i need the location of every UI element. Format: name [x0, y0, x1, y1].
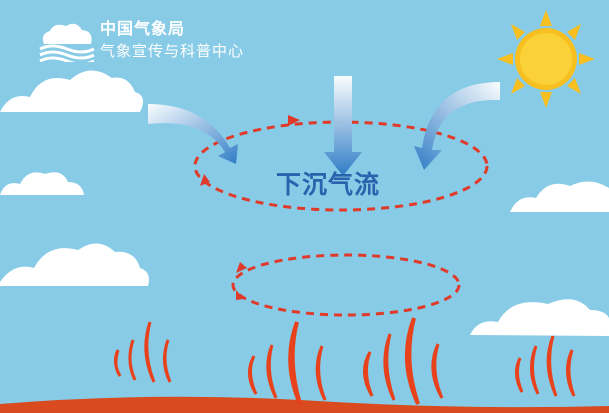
- cloud-icon: [470, 299, 609, 336]
- flame-icon: [248, 321, 327, 405]
- weather-logo: 中国气象局 气象宣传与科普中心: [38, 18, 288, 68]
- flame-icon: [113, 321, 172, 383]
- department-name: 气象宣传与科普中心: [100, 42, 245, 60]
- organization-name: 中国气象局: [100, 19, 186, 38]
- loop-arrowhead: [236, 262, 247, 273]
- cloud-icon: [0, 70, 144, 112]
- downdraft-label: 下沉气流: [276, 170, 381, 199]
- descending-arrow-icon: [414, 82, 500, 170]
- flame-icon: [515, 335, 576, 397]
- cloud-icon: [510, 181, 609, 212]
- cloud-icon: [0, 243, 149, 286]
- cloud-icon: [0, 172, 84, 195]
- loop-arrowhead: [236, 290, 244, 300]
- loop-arrowhead: [200, 174, 210, 186]
- ground: [0, 396, 609, 413]
- descending-arrow-icon: [324, 76, 362, 176]
- loop-arrowhead: [288, 115, 300, 126]
- weather-logo-icon: [39, 23, 95, 62]
- flame-icon: [363, 317, 444, 405]
- sun-icon: [497, 10, 595, 108]
- lower-circulation-loop: [231, 253, 461, 317]
- descending-arrow-icon: [148, 104, 238, 164]
